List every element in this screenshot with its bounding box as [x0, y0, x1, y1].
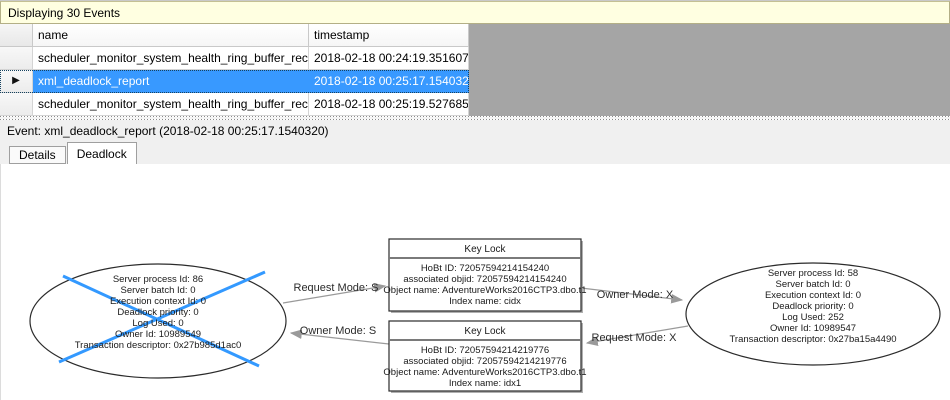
events-count-label: Displaying 30 Events	[8, 5, 121, 20]
edge-label: Request Mode: X	[592, 332, 678, 344]
events-grid: name timestamp scheduler_monitor_system_…	[0, 24, 469, 116]
event-title-label: Event: xml_deadlock_report (2018-02-18 0…	[7, 124, 329, 138]
row-selector-cell[interactable]: ▶	[0, 70, 33, 93]
column-header-name[interactable]: name	[33, 24, 309, 47]
svg-text:Index name: cidx: Index name: cidx	[449, 296, 521, 307]
deadlock-graph: Request Mode: S Owner Mode: S Owner Mode…	[29, 238, 941, 393]
tab-details[interactable]: Details	[9, 146, 66, 164]
current-row-arrow-icon: ▶	[12, 75, 20, 86]
svg-text:HoBt ID: 72057594214219776: HoBt ID: 72057594214219776	[421, 345, 549, 356]
event-title-bar: Event: xml_deadlock_report (2018-02-18 0…	[0, 120, 950, 142]
svg-text:Server process Id: 58: Server process Id: 58	[768, 268, 858, 279]
resource-title: Key Lock	[464, 244, 506, 255]
table-row-selected[interactable]: ▶ xml_deadlock_report 2018-02-18 00:25:1…	[0, 70, 469, 93]
svg-text:Owner Id: 10989549: Owner Id: 10989549	[115, 329, 201, 340]
edge-label: Request Mode: S	[294, 282, 379, 294]
edge-request-mode-s: Request Mode: S	[282, 282, 387, 304]
svg-text:Transaction descriptor: 0x27ba: Transaction descriptor: 0x27ba15a4490	[729, 334, 896, 345]
svg-text:Execution context Id: 0: Execution context Id: 0	[110, 296, 206, 307]
row-selector-header[interactable]	[0, 24, 33, 47]
svg-text:Object name: AdventureWorks201: Object name: AdventureWorks2016CTP3.dbo.…	[383, 367, 586, 378]
details-tab-strip: Details Deadlock	[0, 142, 950, 164]
svg-text:associated objid: 720575942141: associated objid: 72057594214154240	[403, 274, 566, 285]
resource-title: Key Lock	[464, 326, 506, 337]
table-row[interactable]: scheduler_monitor_system_health_ring_buf…	[0, 93, 469, 116]
svg-text:Deadlock priority: 0: Deadlock priority: 0	[772, 301, 853, 312]
events-count-bar: Displaying 30 Events	[0, 1, 950, 24]
event-timestamp-cell[interactable]: 2018-02-18 00:24:19.3516078	[309, 47, 469, 70]
svg-text:Execution context Id: 0: Execution context Id: 0	[765, 290, 861, 301]
event-name-cell[interactable]: scheduler_monitor_system_health_ring_buf…	[33, 47, 309, 70]
event-name-cell[interactable]: xml_deadlock_report	[33, 70, 309, 93]
horizontal-splitter[interactable]	[0, 116, 950, 120]
row-selector-cell[interactable]	[0, 93, 33, 116]
svg-text:Object name: AdventureWorks201: Object name: AdventureWorks2016CTP3.dbo.…	[383, 285, 586, 296]
edge-label: Owner Mode: X	[597, 289, 674, 301]
tab-details-label: Details	[19, 148, 56, 162]
svg-text:Log Used: 0: Log Used: 0	[132, 318, 183, 329]
grid-header-row: name timestamp	[0, 24, 469, 47]
edge-label: Owner Mode: S	[300, 325, 376, 337]
svg-text:Owner Id: 10989547: Owner Id: 10989547	[770, 323, 856, 334]
svg-text:Server process Id: 86: Server process Id: 86	[113, 274, 203, 285]
table-row[interactable]: scheduler_monitor_system_health_ring_buf…	[0, 47, 469, 70]
event-name-cell[interactable]: scheduler_monitor_system_health_ring_buf…	[33, 93, 309, 116]
process-node-victim: Server process Id: 86 Server batch Id: 0…	[29, 263, 287, 379]
svg-text:Deadlock priority: 0: Deadlock priority: 0	[117, 307, 198, 318]
svg-text:Server batch Id: 0: Server batch Id: 0	[776, 279, 851, 290]
svg-text:Log Used: 252: Log Used: 252	[782, 312, 844, 323]
event-timestamp-cell[interactable]: 2018-02-18 00:25:17.1540320	[309, 70, 469, 93]
resource-node-keylock-cidx: Key Lock HoBt ID: 72057594214154240 asso…	[383, 238, 587, 313]
victim-cross-line	[58, 270, 266, 364]
tab-deadlock-label: Deadlock	[76, 146, 127, 161]
svg-text:associated objid: 720575942142: associated objid: 72057594214219776	[403, 356, 566, 367]
tab-deadlock[interactable]: Deadlock	[66, 142, 137, 164]
svg-text:Transaction descriptor: 0x27b9: Transaction descriptor: 0x27b985d1ac0	[75, 340, 242, 351]
svg-text:Server batch Id: 0: Server batch Id: 0	[121, 285, 196, 296]
edge-owner-mode-x: Owner Mode: X	[580, 287, 684, 304]
event-timestamp-cell[interactable]: 2018-02-18 00:25:19.5276859	[309, 93, 469, 116]
events-grid-zone: name timestamp scheduler_monitor_system_…	[0, 24, 950, 116]
edge-request-mode-x: Request Mode: X	[585, 325, 689, 346]
svg-text:HoBt ID: 72057594214154240: HoBt ID: 72057594214154240	[421, 263, 549, 274]
edge-owner-mode-s: Owner Mode: S	[289, 325, 390, 345]
row-selector-cell[interactable]	[0, 47, 33, 70]
process-node: Server process Id: 58 Server batch Id: 0…	[685, 262, 941, 366]
victim-cross-line	[62, 274, 260, 368]
svg-text:Index name: idx1: Index name: idx1	[449, 378, 521, 389]
resource-node-keylock-idx1: Key Lock HoBt ID: 72057594214219776 asso…	[383, 320, 587, 393]
column-header-timestamp[interactable]: timestamp	[309, 24, 469, 47]
deadlock-graph-pane: Request Mode: S Owner Mode: S Owner Mode…	[0, 164, 950, 400]
